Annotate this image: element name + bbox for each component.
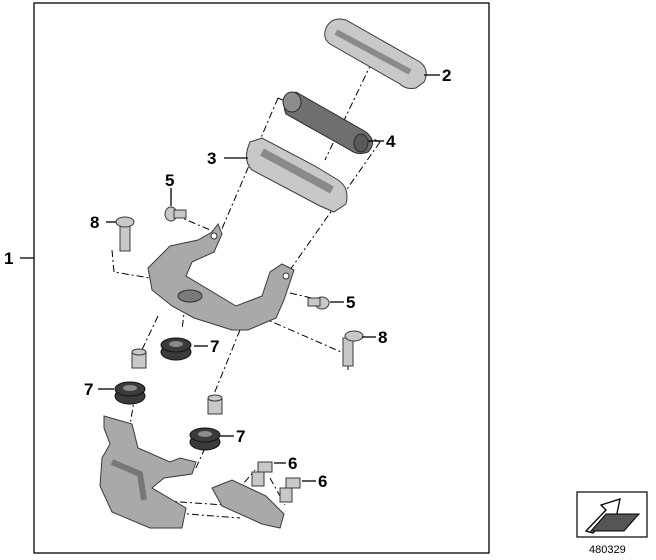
callout-6-lower: 6	[318, 472, 327, 491]
clamp-plate	[211, 479, 285, 529]
callout-2: 2	[442, 66, 451, 85]
callout-5-top: 5	[165, 171, 174, 190]
holder-bracket	[246, 137, 348, 213]
spacer-sleeve-lower	[207, 394, 223, 415]
orientation-box: 480329	[576, 491, 648, 556]
grommet-7-upper	[160, 337, 192, 361]
callout-8-left: 8	[90, 213, 99, 232]
callout-7-left: 7	[84, 380, 93, 399]
grommet-7-lower	[189, 427, 221, 451]
document-number: 480329	[589, 544, 626, 556]
grommet-7-left	[114, 381, 146, 405]
callout-3: 3	[207, 149, 216, 168]
callout-1: 1	[4, 249, 13, 268]
callout-5-right: 5	[346, 293, 355, 312]
assembly-frame	[33, 2, 490, 554]
arrow-pointer-icon	[584, 498, 641, 534]
callout-7-upper: 7	[210, 337, 219, 356]
lower-mounting-bracket	[99, 415, 197, 529]
screw-8-right	[342, 330, 364, 367]
screw-8-left	[115, 216, 135, 252]
spacer-sleeve-upper	[131, 348, 147, 369]
screw-5-right	[307, 296, 330, 310]
rubber-bar	[282, 91, 373, 155]
callout-6-upper: 6	[288, 454, 297, 473]
main-carrier-bracket	[147, 222, 295, 331]
screw-6-upper	[251, 461, 273, 487]
screw-6-lower	[279, 477, 301, 503]
callout-4: 4	[386, 132, 396, 151]
screw-5-top	[164, 206, 187, 222]
callout-labels: 1 2 3 4 5 5 6 6 7 7 7 8 8	[4, 66, 451, 491]
callout-7-lower: 7	[236, 427, 245, 446]
top-cover-plate	[324, 18, 427, 89]
callout-8-right: 8	[378, 328, 387, 347]
callout-leaders	[20, 74, 440, 482]
